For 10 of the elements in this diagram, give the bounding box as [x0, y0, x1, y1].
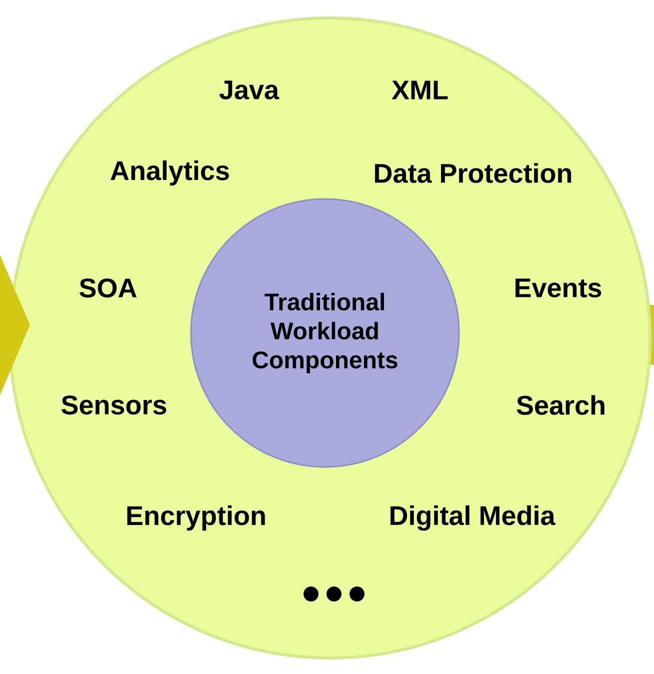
item-label: Java [219, 80, 280, 100]
item-label: Analytics [110, 160, 229, 186]
item-label: Data Protection [375, 163, 572, 183]
item-label: XML [392, 80, 448, 100]
item-label: Encryption [127, 505, 265, 531]
item-label: Search [516, 395, 604, 415]
item-label: Digital Media [390, 505, 556, 531]
item-label: Events [516, 278, 602, 298]
item-label: Sensors [62, 395, 166, 415]
item-label: SOA [80, 278, 137, 298]
